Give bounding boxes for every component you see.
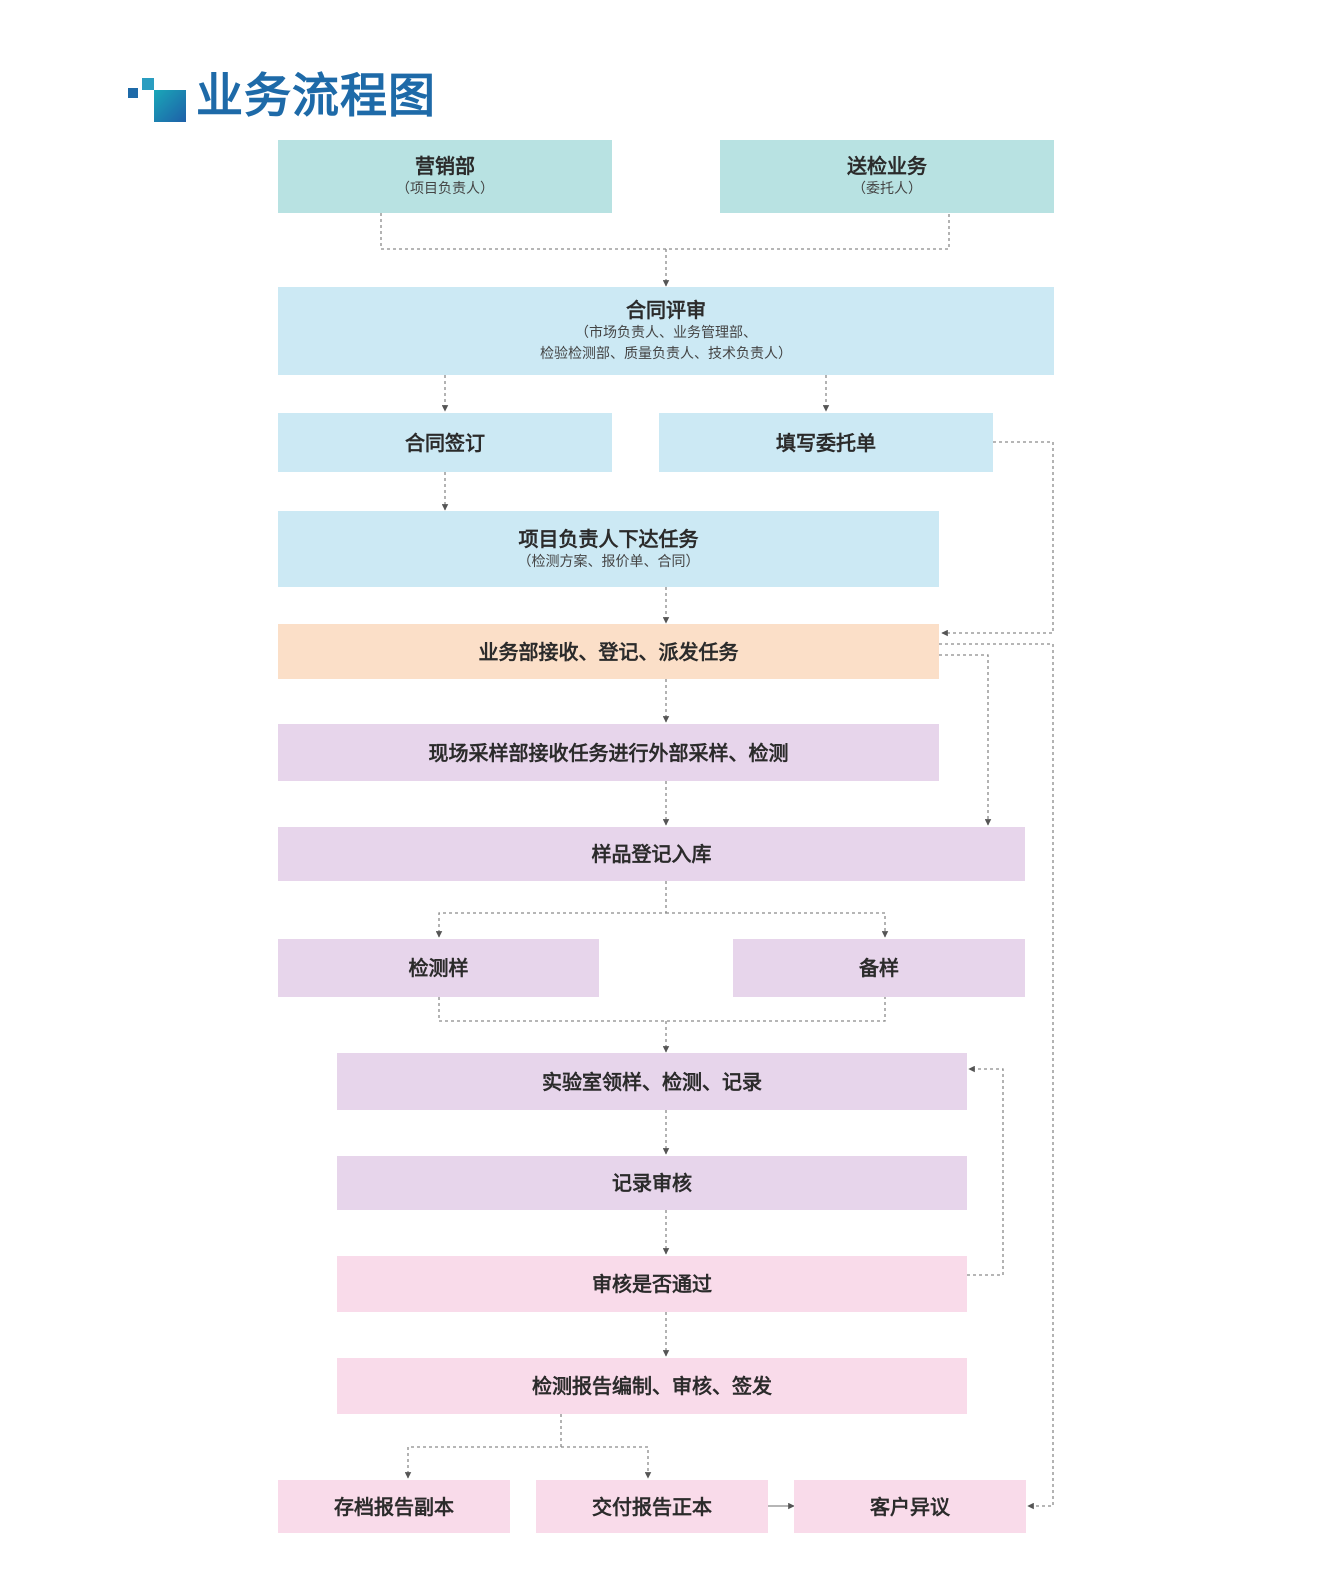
node-submission: 送检业务 （委托人）: [720, 140, 1054, 213]
node-test-sample: 检测样: [278, 939, 599, 997]
node-report: 检测报告编制、审核、签发: [337, 1358, 967, 1414]
node-assign-task: 项目负责人下达任务 （检测方案、报价单、合同）: [278, 511, 939, 587]
node-archive: 存档报告副本: [278, 1480, 510, 1533]
node-field-sampling: 现场采样部接收任务进行外部采样、检测: [278, 724, 939, 781]
node-contract-sign: 合同签订: [278, 413, 612, 472]
page-title: 业务流程图: [196, 69, 436, 124]
node-contract-review: 合同评审 （市场负责人、业务管理部、 检验检测部、质量负责人、技术负责人）: [278, 287, 1054, 375]
node-record-review: 记录审核: [337, 1156, 967, 1210]
node-lab-test: 实验室领样、检测、记录: [337, 1053, 967, 1110]
node-business-receive: 业务部接收、登记、派发任务: [278, 624, 939, 679]
node-objection: 客户异议: [794, 1480, 1026, 1533]
logo-icon: [128, 78, 186, 122]
node-review-pass: 审核是否通过: [337, 1256, 967, 1312]
node-sample-register: 样品登记入库: [278, 827, 1025, 881]
node-deliver: 交付报告正本: [536, 1480, 768, 1533]
node-fill-form: 填写委托单: [659, 413, 993, 472]
node-marketing: 营销部 （项目负责人）: [278, 140, 612, 213]
node-backup-sample: 备样: [733, 939, 1025, 997]
